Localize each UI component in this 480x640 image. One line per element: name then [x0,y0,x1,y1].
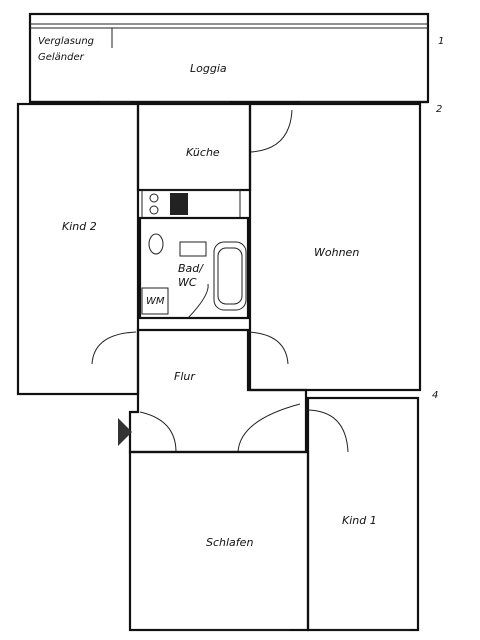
label-kueche: Küche [186,146,220,159]
window-marks [100,101,410,631]
label-bad: Bad/ [178,262,204,275]
label-verglasung: Verglasung [38,36,94,47]
room-kueche [136,102,293,219]
axis-mark-2: 2 [436,104,442,115]
label-loggia: Loggia [190,62,227,75]
label-kind-2: Kind 2 [62,220,97,233]
label-kind-1: Kind 1 [342,514,377,527]
label-gelaender: Geländer [38,52,85,63]
room-wohnen [248,102,422,392]
label-wohnen: Wohnen [314,246,359,259]
loggia-area [28,12,430,104]
room-bad-wc [138,216,250,320]
label-flur: Flur [174,370,196,383]
axis-mark-4: 4 [432,390,438,401]
label-wm: WM [146,296,165,307]
axis-mark-1: 1 [438,36,444,47]
entrance-arrow-icon [118,418,132,446]
room-kind-2 [16,102,140,396]
label-wc: WC [178,276,197,289]
label-schlafen: Schlafen [206,536,253,549]
